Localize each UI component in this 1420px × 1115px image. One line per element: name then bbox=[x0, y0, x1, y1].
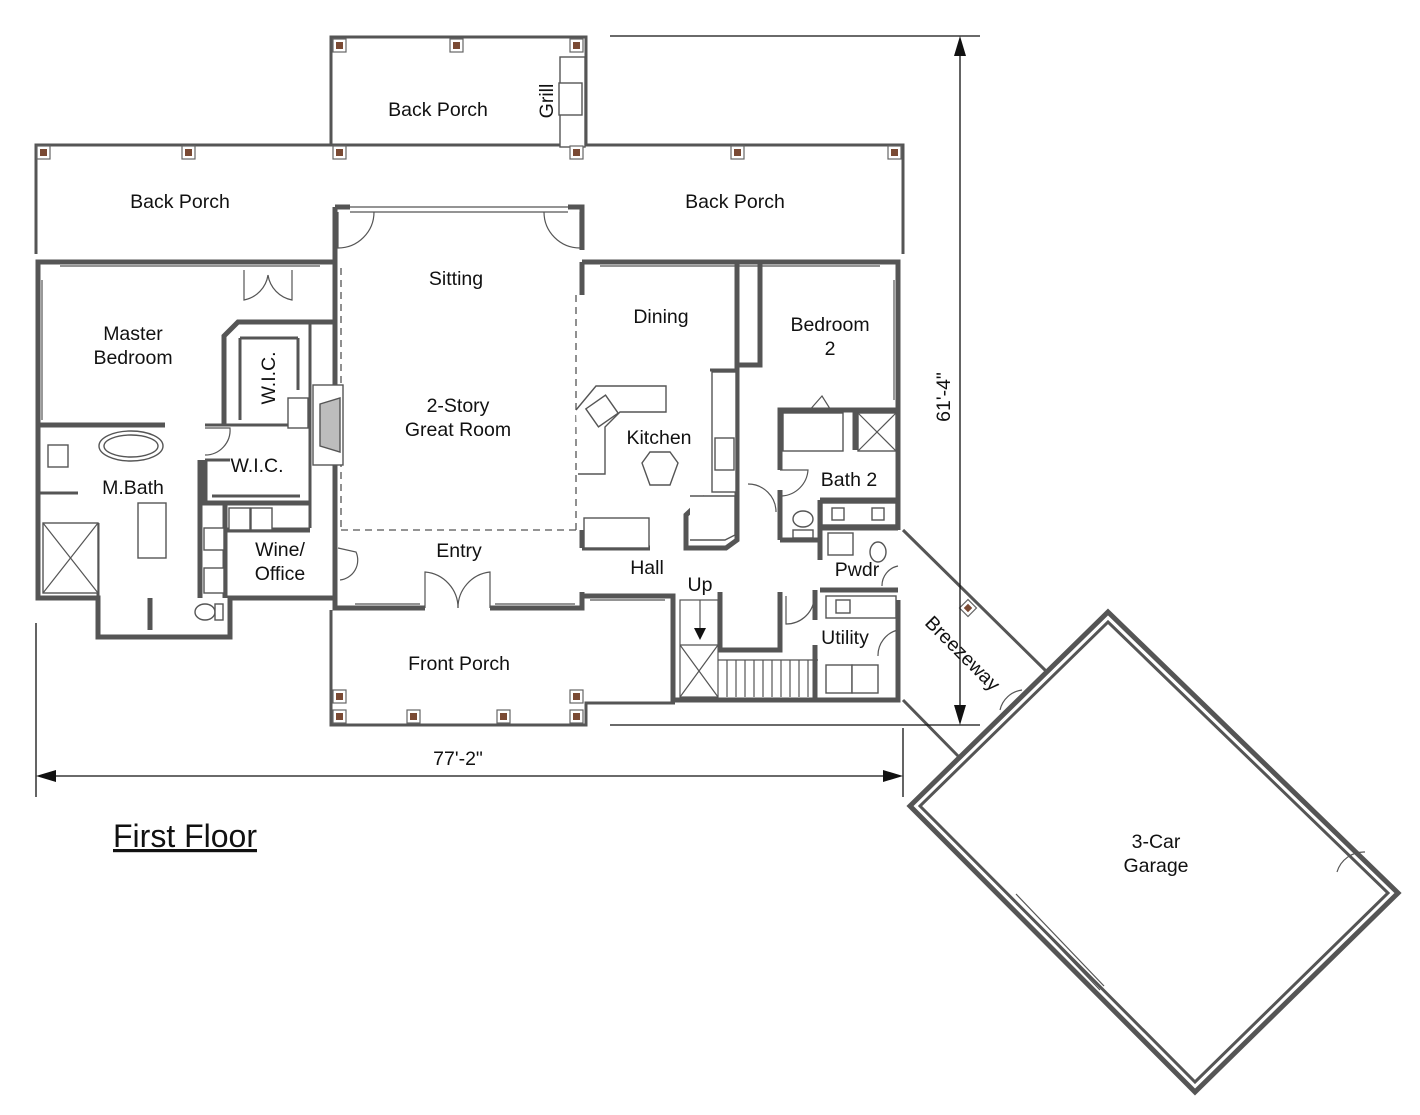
label-great-room-1: 2-Story bbox=[427, 395, 490, 417]
post-icon bbox=[569, 38, 584, 53]
label-utility: Utility bbox=[821, 627, 869, 649]
label-garage-2: Garage bbox=[1123, 855, 1188, 877]
label-grill: Grill bbox=[536, 84, 558, 119]
label-garage-1: 3-Car bbox=[1132, 831, 1181, 853]
doors bbox=[204, 211, 899, 657]
label-mbath: M.Bath bbox=[102, 477, 164, 499]
dimension-labels: 77'-2" 61'-4" bbox=[433, 372, 955, 770]
counter bbox=[583, 517, 650, 549]
dryer-icon bbox=[851, 664, 879, 694]
washer-icon bbox=[825, 664, 853, 694]
door-icon bbox=[337, 211, 375, 249]
post-icon bbox=[36, 145, 51, 160]
kitchen-island-icon bbox=[641, 451, 679, 486]
range-icon bbox=[714, 437, 735, 471]
exterior-walls bbox=[35, 204, 901, 703]
label-master-bedroom-2: Bedroom bbox=[93, 347, 172, 369]
door-icon bbox=[877, 629, 899, 657]
label-bath2: Bath 2 bbox=[821, 469, 877, 491]
label-master-bedroom-1: Master bbox=[103, 323, 163, 345]
door-icon bbox=[1336, 851, 1366, 873]
label-hall: Hall bbox=[630, 557, 664, 579]
label-wic-lower: W.I.C. bbox=[230, 455, 283, 477]
dimension-depth bbox=[610, 35, 980, 726]
label-sitting: Sitting bbox=[429, 268, 483, 290]
door-icon bbox=[243, 270, 269, 301]
sink-icon bbox=[47, 444, 69, 468]
sink-icon bbox=[203, 527, 225, 551]
fridge-counter bbox=[711, 371, 737, 493]
door-icon bbox=[337, 547, 359, 581]
stair-up-arrow-icon bbox=[694, 600, 706, 640]
label-wine-office-2: Office bbox=[255, 563, 306, 585]
wine-rack-icon bbox=[228, 507, 251, 531]
label-width: 77'-2" bbox=[433, 748, 483, 770]
room-labels: Back Porch Grill Back Porch Back Porch S… bbox=[93, 84, 1188, 877]
sink-icon bbox=[584, 394, 620, 428]
door-icon bbox=[999, 689, 1023, 711]
wine-rack-icon bbox=[250, 507, 273, 531]
label-up: Up bbox=[688, 574, 713, 596]
post-icon bbox=[958, 598, 978, 618]
post-icon bbox=[730, 145, 745, 160]
windows bbox=[41, 265, 895, 605]
post-icon bbox=[569, 689, 584, 704]
label-depth: 61'-4" bbox=[933, 372, 955, 422]
cabinet-icon bbox=[203, 567, 225, 594]
fixtures bbox=[42, 371, 897, 694]
great-room-outline bbox=[340, 268, 577, 531]
post-icon bbox=[569, 145, 584, 160]
grill-icon bbox=[558, 82, 583, 116]
breezeway bbox=[901, 528, 1049, 760]
toilet-icon bbox=[792, 510, 814, 528]
label-kitchen: Kitchen bbox=[626, 427, 691, 449]
page-title: First Floor bbox=[113, 818, 257, 854]
label-pwdr: Pwdr bbox=[835, 559, 880, 581]
label-great-room-2: Great Room bbox=[405, 419, 511, 441]
garage bbox=[906, 608, 1402, 1096]
post-icon bbox=[569, 709, 584, 724]
door-icon bbox=[204, 427, 231, 456]
post-icon bbox=[332, 145, 347, 160]
label-back-porch-right: Back Porch bbox=[685, 191, 785, 213]
post-icon bbox=[496, 709, 511, 724]
vanity-icon bbox=[137, 502, 167, 559]
label-breezeway: Breezeway bbox=[920, 612, 1004, 696]
post-icon bbox=[332, 38, 347, 53]
door-icon bbox=[881, 565, 899, 587]
front-door-icon bbox=[424, 571, 459, 609]
label-back-porch-center: Back Porch bbox=[388, 99, 488, 121]
door-icon bbox=[780, 469, 809, 497]
label-wine-office-1: Wine/ bbox=[255, 539, 305, 561]
post-icon bbox=[887, 145, 902, 160]
label-entry: Entry bbox=[436, 540, 482, 562]
interior-walls bbox=[38, 262, 898, 700]
door-icon bbox=[543, 211, 581, 249]
label-bedroom2-2: 2 bbox=[825, 338, 836, 360]
door-icon bbox=[747, 483, 777, 513]
toilet-icon bbox=[194, 603, 216, 621]
closet bbox=[782, 412, 844, 452]
porch-posts bbox=[36, 38, 978, 724]
post-icon bbox=[406, 709, 421, 724]
dimension-width bbox=[35, 623, 904, 797]
porch-outlines bbox=[34, 35, 905, 727]
post-icon bbox=[181, 145, 196, 160]
post-icon bbox=[332, 709, 347, 724]
label-back-porch-left: Back Porch bbox=[130, 191, 230, 213]
sink-icon bbox=[827, 532, 854, 556]
post-icon bbox=[449, 38, 464, 53]
toilet-icon bbox=[869, 541, 887, 563]
label-wic-upper: W.I.C. bbox=[258, 351, 280, 404]
label-front-porch: Front Porch bbox=[408, 653, 510, 675]
door-icon bbox=[785, 596, 815, 625]
label-dining: Dining bbox=[633, 306, 688, 328]
post-icon bbox=[332, 689, 347, 704]
label-bedroom2-1: Bedroom bbox=[790, 314, 869, 336]
